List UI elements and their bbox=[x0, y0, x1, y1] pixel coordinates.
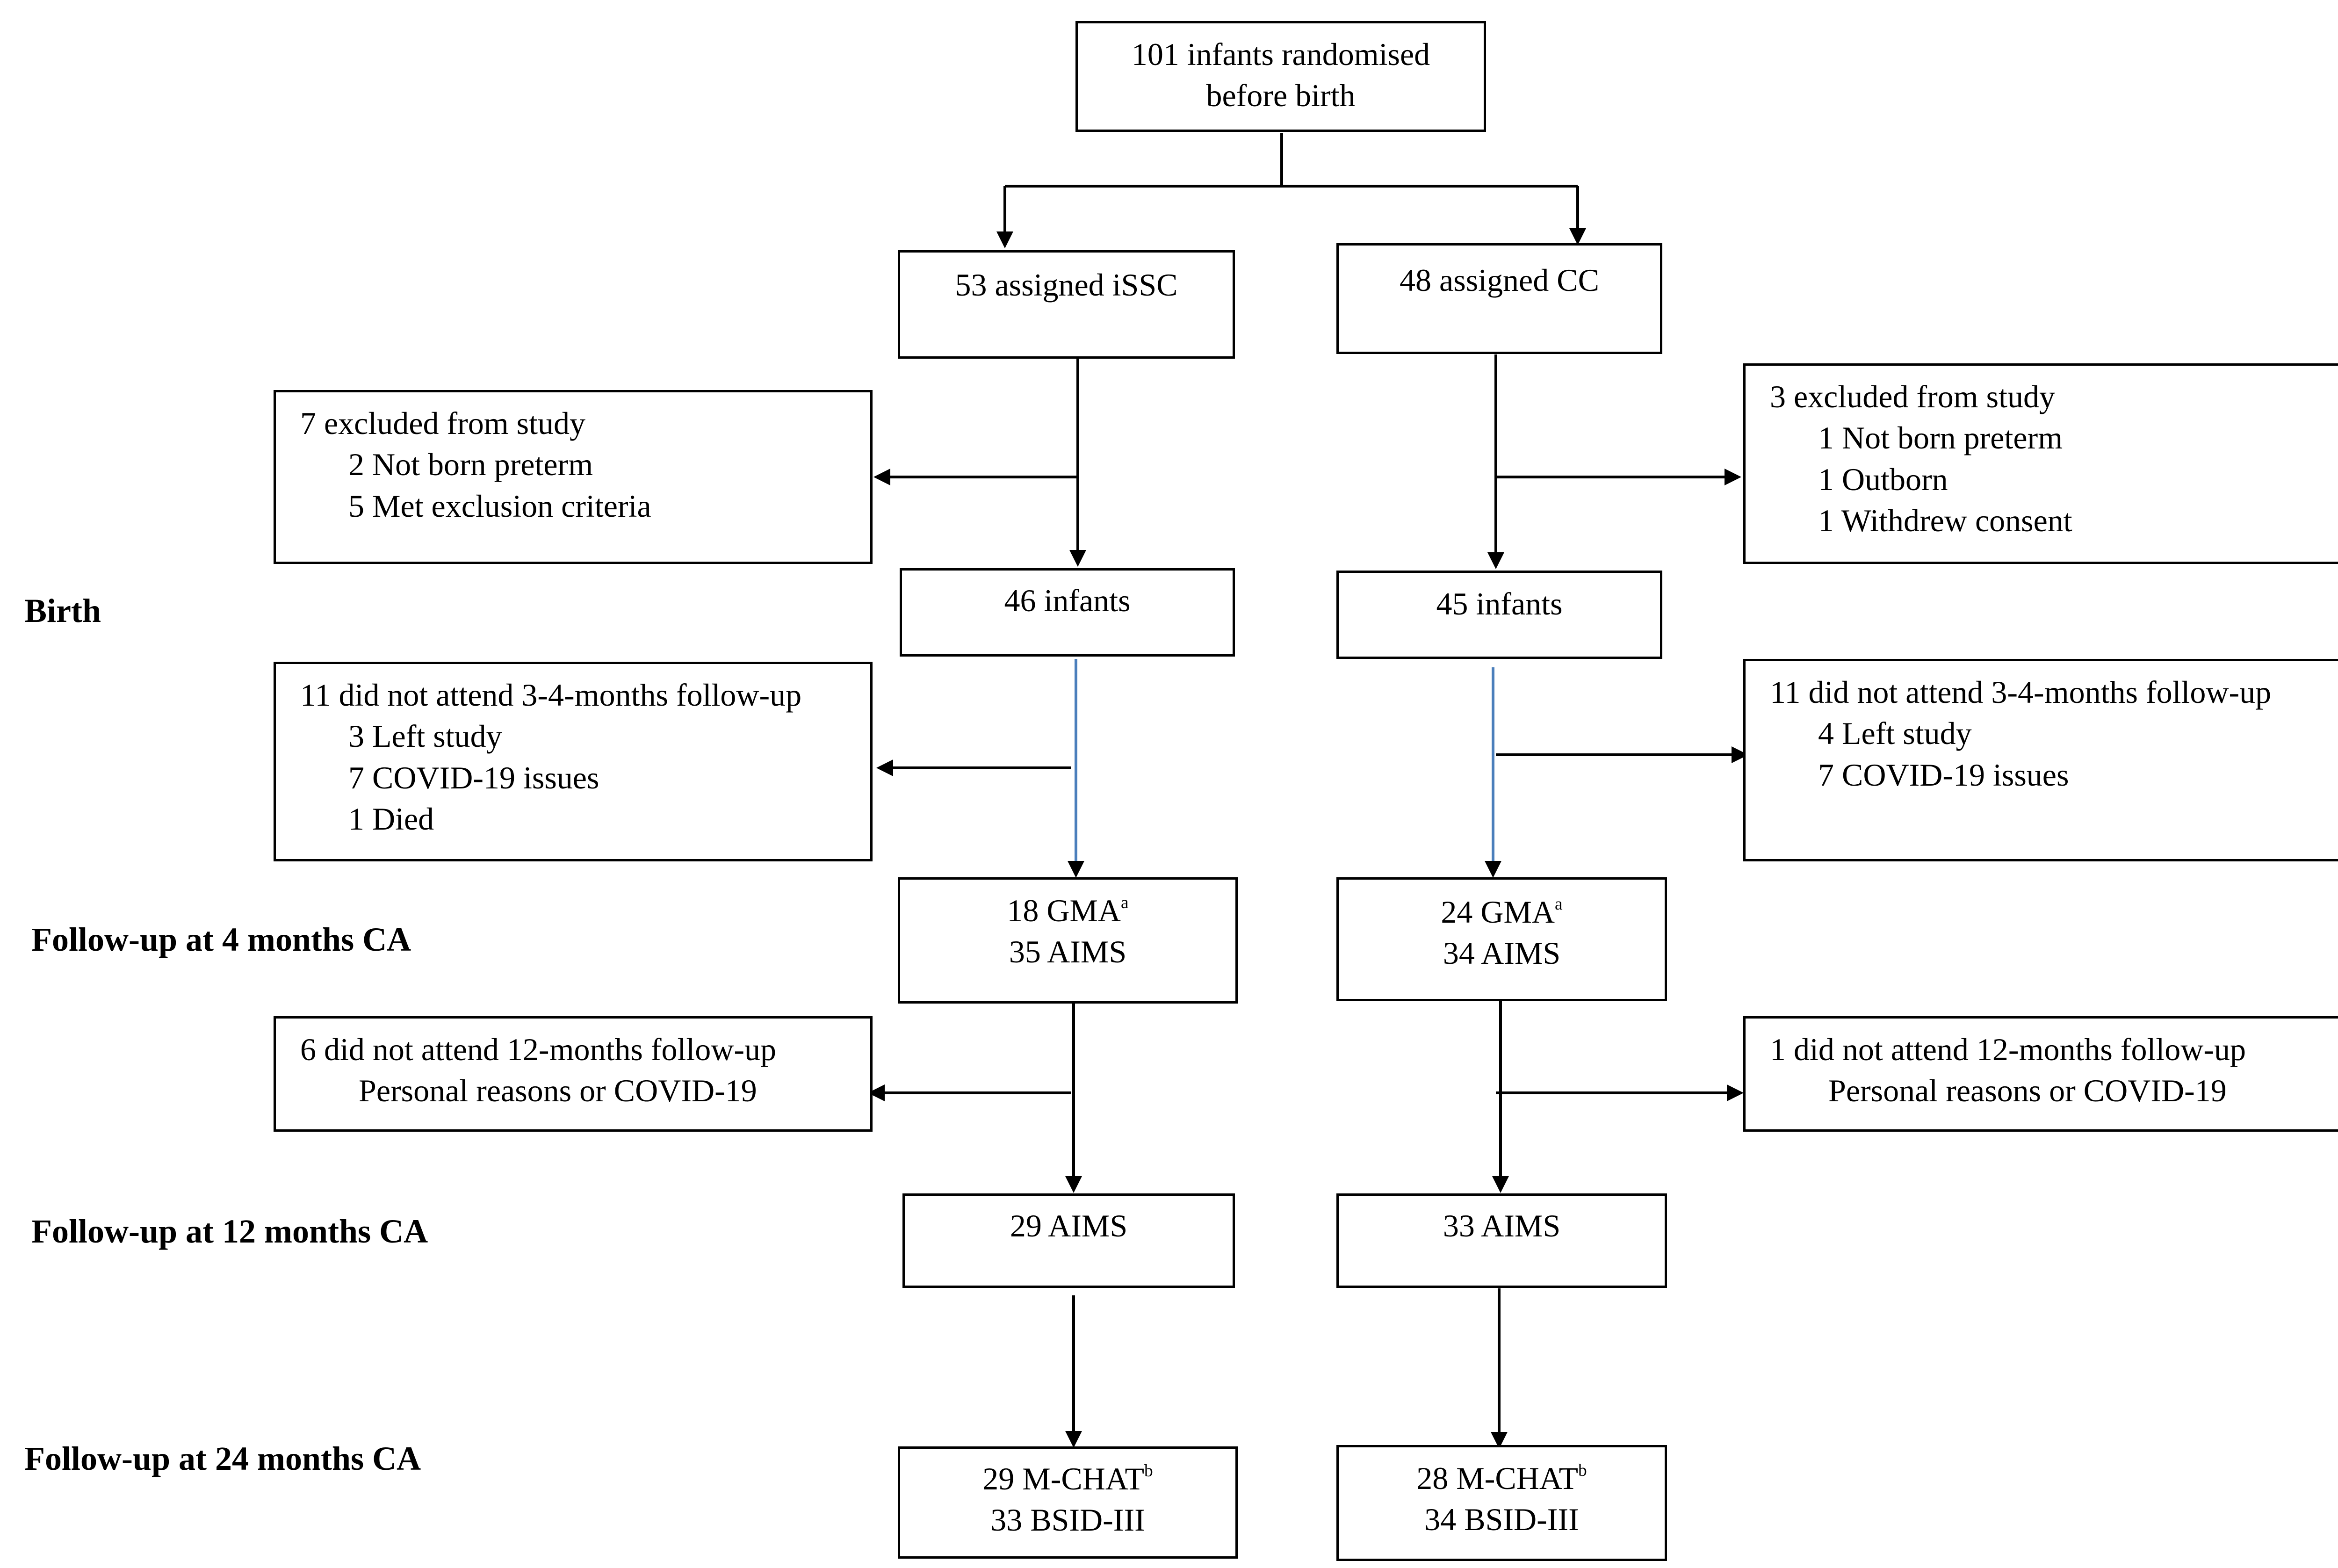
cc-excluded-title: 3 excluded from study bbox=[1770, 379, 2055, 414]
cc-fu24-mchat: 28 M-CHATb bbox=[1339, 1458, 1665, 1499]
randomised-box: 101 infants randomised before birth bbox=[1075, 21, 1486, 132]
issc-assigned-label: 53 assigned iSSC bbox=[955, 267, 1178, 303]
cc-assigned-box: 48 assigned CC bbox=[1336, 243, 1662, 354]
issc-fu24-mchat-footnote: b bbox=[1144, 1461, 1153, 1481]
cc-fu4-box: 24 GMAa 34 AIMS bbox=[1336, 877, 1667, 1001]
issc-assigned-box: 53 assigned iSSC bbox=[898, 250, 1235, 359]
issc-fu24-bsid: 33 BSID-III bbox=[990, 1502, 1145, 1538]
issc-missed-4m-box: 11 did not attend 3-4-months follow-up 3… bbox=[274, 662, 873, 861]
cc-missed-12m-box: 1 did not attend 12-months follow-up Per… bbox=[1743, 1016, 2338, 1132]
cc-fu24-mchat-footnote: b bbox=[1578, 1460, 1587, 1480]
issc-missed-12m-box: 6 did not attend 12-months follow-up Per… bbox=[274, 1016, 873, 1132]
cc-missed-4m-box: 11 did not attend 3-4-months follow-up 4… bbox=[1743, 659, 2338, 861]
issc-missed-4m-title: 11 did not attend 3-4-months follow-up bbox=[300, 677, 802, 713]
randomised-line-1: 101 infants randomised bbox=[1131, 36, 1430, 72]
cc-missed-4m-item: 4 Left study bbox=[1818, 715, 1972, 751]
stage-label-4-months: Follow-up at 4 months CA bbox=[31, 921, 411, 958]
issc-fu4-box: 18 GMAa 35 AIMS bbox=[898, 877, 1238, 1004]
issc-fu24-mchat: 29 M-CHATb bbox=[900, 1458, 1235, 1499]
cc-fu4-gma: 24 GMAa bbox=[1339, 891, 1665, 932]
cc-fu4-aims: 34 AIMS bbox=[1443, 935, 1561, 971]
cc-birth-box: 45 infants bbox=[1336, 571, 1662, 659]
issc-birth-box: 46 infants bbox=[900, 568, 1235, 657]
cc-fu24-mchat-label: 28 M-CHAT bbox=[1416, 1460, 1578, 1496]
issc-missed-4m-item: 7 COVID-19 issues bbox=[348, 759, 599, 795]
cc-assigned-label: 48 assigned CC bbox=[1400, 262, 1599, 298]
stage-label-24-months: Follow-up at 24 months CA bbox=[24, 1440, 421, 1477]
issc-fu24-mchat-label: 29 M-CHAT bbox=[982, 1461, 1144, 1496]
cc-missed-4m-title: 11 did not attend 3-4-months follow-up bbox=[1770, 674, 2272, 710]
issc-fu12-box: 29 AIMS bbox=[902, 1193, 1235, 1288]
cc-excluded-box: 3 excluded from study 1 Not born preterm… bbox=[1743, 363, 2338, 564]
issc-missed-12m-reason: Personal reasons or COVID-19 bbox=[359, 1073, 757, 1109]
issc-fu4-gma-label: 18 GMA bbox=[1007, 893, 1121, 928]
issc-missed-12m-title: 6 did not attend 12-months follow-up bbox=[300, 1032, 777, 1067]
issc-excluded-title: 7 excluded from study bbox=[300, 405, 585, 441]
issc-fu24-box: 29 M-CHATb 33 BSID-III bbox=[898, 1446, 1238, 1559]
issc-fu12-label: 29 AIMS bbox=[1010, 1208, 1128, 1243]
cc-excluded-item: 1 Not born preterm bbox=[1818, 420, 2063, 456]
issc-fu4-gma-footnote: a bbox=[1121, 893, 1129, 912]
cc-missed-4m-item: 7 COVID-19 issues bbox=[1818, 757, 2069, 793]
issc-missed-4m-item: 1 Died bbox=[348, 801, 434, 837]
cc-fu4-gma-footnote: a bbox=[1555, 894, 1563, 914]
stage-label-birth: Birth bbox=[24, 592, 101, 629]
cc-fu24-box: 28 M-CHATb 34 BSID-III bbox=[1336, 1445, 1667, 1561]
issc-birth-label: 46 infants bbox=[1004, 583, 1131, 618]
cc-fu12-box: 33 AIMS bbox=[1336, 1193, 1667, 1288]
cc-birth-label: 45 infants bbox=[1436, 586, 1563, 621]
issc-fu4-aims: 35 AIMS bbox=[1009, 934, 1127, 970]
cc-excluded-item: 1 Outborn bbox=[1818, 461, 1948, 497]
cc-fu24-bsid: 34 BSID-III bbox=[1424, 1502, 1579, 1538]
cc-missed-12m-title: 1 did not attend 12-months follow-up bbox=[1770, 1032, 2246, 1067]
issc-excluded-item: 2 Not born preterm bbox=[348, 447, 593, 483]
cc-fu12-label: 33 AIMS bbox=[1443, 1208, 1561, 1243]
randomised-line-2: before birth bbox=[1206, 78, 1356, 114]
cc-missed-12m-reason: Personal reasons or COVID-19 bbox=[1828, 1073, 2227, 1109]
issc-excluded-item: 5 Met exclusion criteria bbox=[348, 488, 651, 524]
issc-missed-4m-item: 3 Left study bbox=[348, 718, 502, 754]
stage-label-12-months: Follow-up at 12 months CA bbox=[31, 1213, 428, 1250]
issc-fu4-gma: 18 GMAa bbox=[900, 890, 1235, 931]
cc-excluded-item: 1 Withdrew consent bbox=[1818, 503, 2072, 539]
cc-fu4-gma-label: 24 GMA bbox=[1441, 894, 1555, 930]
issc-excluded-box: 7 excluded from study 2 Not born preterm… bbox=[274, 390, 873, 564]
